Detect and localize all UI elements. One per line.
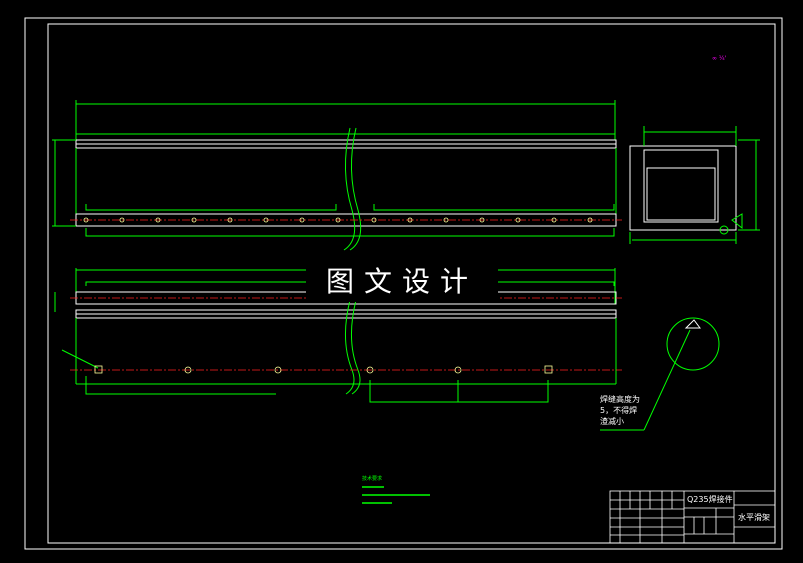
weld-note-line-1: 焊缝高度为 <box>600 394 640 404</box>
side-view <box>629 126 760 244</box>
inner-frame <box>47 23 776 544</box>
title-block <box>609 490 776 544</box>
part-name-label: 水平滑架 <box>738 512 770 522</box>
front-view <box>52 100 617 251</box>
material-label: Q235焊接件 <box>687 494 733 504</box>
detail-view <box>600 317 720 431</box>
watermark: 图文设计 <box>306 262 498 302</box>
lower-holes <box>94 365 553 374</box>
weld-note-line-2: 5，不得焊 <box>600 405 637 415</box>
tech-requirements-title: 技术要求 <box>362 475 382 482</box>
weld-note-line-3: 渣减小 <box>600 416 624 426</box>
corner-mark: ∞ ¼' <box>712 55 727 62</box>
front-holes <box>83 217 593 223</box>
tech-requirements-lines <box>362 486 430 504</box>
outer-frame <box>24 17 783 550</box>
